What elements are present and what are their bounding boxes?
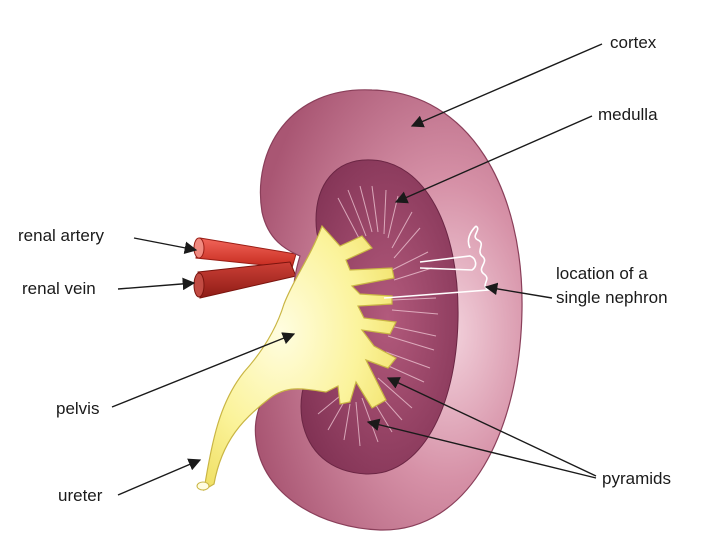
leader-cortex — [410, 43, 603, 128]
renal-pelvis — [203, 224, 397, 492]
leader-renal-artery — [133, 237, 198, 255]
label-medulla: medulla — [598, 105, 658, 124]
leader-pyramids-a — [386, 377, 597, 477]
renal-vessels — [193, 237, 297, 299]
label-cortex: cortex — [610, 33, 657, 52]
leader-ureter — [117, 458, 202, 496]
label-pelvis: pelvis — [56, 399, 100, 418]
leader-lines — [111, 43, 603, 496]
leader-medulla — [394, 115, 593, 204]
renal-vein-opening — [193, 272, 205, 298]
leader-nephron — [484, 282, 553, 299]
nephron-outline — [383, 225, 491, 299]
label-pyramids: pyramids — [602, 469, 671, 488]
label-ureter: ureter — [58, 486, 103, 505]
renal-artery-opening — [193, 237, 205, 259]
leader-pelvis — [111, 332, 296, 408]
leader-pyramids-b — [366, 418, 597, 479]
label-renal-artery: renal artery — [18, 226, 104, 245]
renal-vein-vessel — [197, 261, 297, 299]
pyramid-striations — [317, 185, 439, 447]
label-nephron-line2: single nephron — [556, 288, 668, 307]
label-renal-vein: renal vein — [22, 279, 96, 298]
leader-renal-vein — [117, 277, 196, 291]
label-nephron: location of a single nephron — [556, 262, 668, 310]
ureter-opening — [196, 481, 210, 491]
label-nephron-line1: location of a — [556, 264, 648, 283]
